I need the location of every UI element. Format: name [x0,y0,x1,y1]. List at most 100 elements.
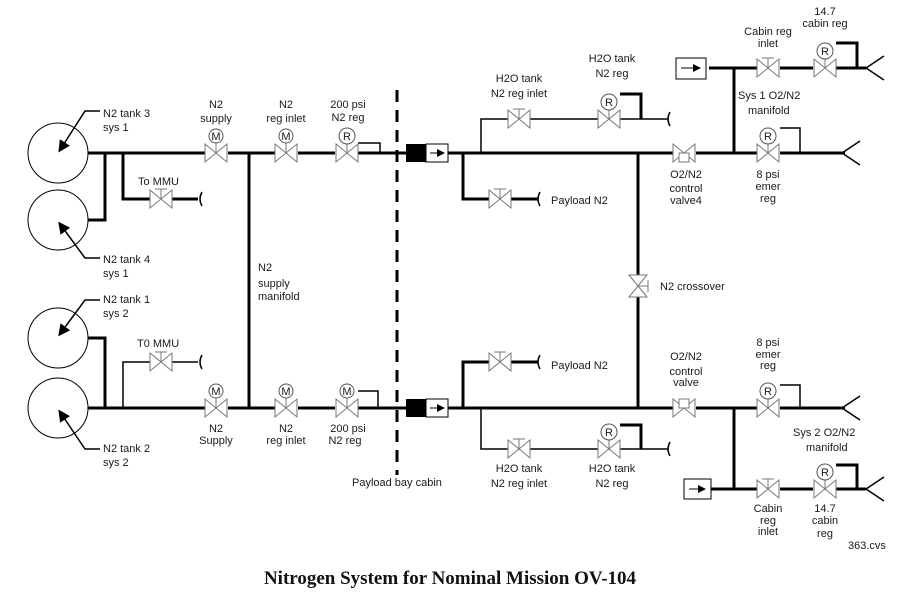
h2o-inlet-bottom-label-2: N2 reg inlet [491,478,547,490]
n2-reg-inlet-valve-sys2[interactable]: M [274,383,298,419]
cabin-reg-bottom-label-3: reg [817,528,833,540]
h2o-inlet-top-label: H2O tank [496,73,543,85]
check-valve-bottom [406,398,449,418]
mmu-termination-top [199,191,203,207]
motor-actuator-icon: M [281,131,290,143]
mmu-termination-bottom [199,354,203,370]
n2-tank-4 [27,189,100,259]
cabin-sys2-line [448,360,866,491]
o2n2-valve-top-label-2: control [669,183,702,195]
supply-manifold-label: N2 [258,262,272,274]
emer-reg-8psi-sys1[interactable]: R [756,127,780,164]
sys2-manifold-label-2: manifold [806,442,848,454]
cabin-outlet-4 [864,476,885,502]
sys2-manifold-label: Sys 2 O2/N2 [793,427,855,439]
motor-actuator-icon: M [211,386,220,398]
payload-n2-termination-top [537,191,541,207]
o2n2-control-valve-top[interactable] [672,142,696,164]
cabin-outlet-2 [840,140,861,166]
sys1-manifold-label: Sys 1 O2/N2 [738,90,800,102]
sys1-manifold-label-2: manifold [748,105,790,117]
emer-reg-top-label: 8 psi [756,169,779,181]
h2o-reg-bottom-label-2: N2 reg [595,478,628,490]
n2-reg-inlet-top-label-2: reg inlet [266,113,305,125]
regulator-icon: R [605,427,613,439]
payload-n2-bottom-label: Payload N2 [551,360,608,372]
regulator-icon: R [605,97,613,109]
h2o-reg-top-label-2: N2 reg [595,68,628,80]
n2-tank-1 [27,299,100,369]
emer-reg-8psi-sys2[interactable]: R [756,382,780,419]
tank2-sys-label: sys 2 [103,457,129,469]
h2o-inlet-top-label-2: N2 reg inlet [491,88,547,100]
tank1-sys-label: sys 2 [103,308,129,320]
h2o-termination-top [667,111,671,127]
cabin-reg-top-label: 14.7 [814,6,835,18]
sys1-supply-line [88,142,408,408]
n2-200psi-reg-sys2[interactable]: M [335,383,359,419]
n2-reg-inlet-bottom-label-2: reg inlet [266,435,305,447]
diagram-title: Nitrogen System for Nominal Mission OV-1… [264,568,637,589]
tank4-sys-label: sys 1 [103,268,129,280]
h2o-tank-n2-reg-bottom[interactable]: R [597,423,621,460]
regulator-icon: R [821,467,829,479]
n2-reg-inlet-top-label: N2 [279,99,293,111]
n2-supply-top-label: N2 [209,99,223,111]
to-mmu-valve-sys1[interactable] [149,188,173,210]
reg200-top-label: 200 psi [330,99,365,111]
check-valve-top [406,143,449,163]
o2n2-valve-top-label-3: valve4 [670,195,702,207]
cabin-inlet-bottom-label: Cabin [754,503,783,515]
cabin-inlet-top-label-2: inlet [758,38,778,50]
n2-reg-inlet-valve-sys1[interactable]: M [274,128,298,164]
supply-manifold-label-3: manifold [258,291,300,303]
h2o-reg-top-label: H2O tank [589,53,636,65]
reg200-bottom-label-2: N2 reg [328,435,361,447]
tank4-label: N2 tank 4 [103,254,150,266]
emer-reg-bottom-label-2: emer [755,349,780,361]
motor-actuator-icon: M [211,131,220,143]
to-mmu-valve-sys2[interactable] [149,351,173,373]
motor-actuator-icon: M [342,386,351,398]
payload-n2-valve-bottom[interactable] [488,351,512,373]
h2o-tank-reg-inlet-valve-bottom[interactable] [507,438,531,460]
emer-reg-bottom-label-3: reg [760,360,776,372]
n2-supply-valve-sys1[interactable]: M [204,128,228,164]
file-id-label: 363.cvs [848,540,886,552]
to-mmu-top-label: To MMU [138,176,179,188]
payload-n2-top-label: Payload N2 [551,195,608,207]
n2-reg-inlet-bottom-label: N2 [279,423,293,435]
h2o-inlet-bottom-label: H2O tank [496,463,543,475]
n2-200psi-reg-sys1[interactable]: R [335,127,359,164]
payload-n2-valve-top[interactable] [488,188,512,210]
cabin-inlet-bottom-label-3: inlet [758,526,778,538]
tank3-label: N2 tank 3 [103,108,150,120]
tank3-sys-label: sys 1 [103,122,129,134]
h2o-termination-bottom [667,441,671,457]
n2-crossover-valve[interactable] [627,274,649,298]
supply-manifold-label-2: supply [258,278,290,290]
n2-supply-top-label-2: supply [200,113,232,125]
cabin-reg-14-7-sys2[interactable]: R [813,463,837,500]
n2-supply-valve-sys2[interactable]: M [204,383,228,419]
cabin-sys1-line [448,41,866,408]
emer-reg-bottom-label: 8 psi [756,337,779,349]
n2-tank-3 [27,110,100,184]
emer-reg-top-label-3: reg [760,193,776,205]
n2-tank-2 [27,377,100,450]
h2o-tank-n2-reg-top[interactable]: R [597,93,621,130]
o2n2-control-valve-bottom[interactable] [672,397,696,419]
cabin-reg-14-7-sys1[interactable]: R [813,42,837,79]
cabin-reg-inlet-valve-sys2[interactable] [756,478,780,500]
motor-actuator-icon: M [281,386,290,398]
h2o-tank-reg-inlet-valve-top[interactable] [507,108,531,130]
crossover-label: N2 crossover [660,281,725,293]
cabin-reg-bottom-label-2: cabin [812,515,838,527]
emer-reg-top-label-2: emer [755,181,780,193]
to-mmu-bottom-label: T0 MMU [137,338,179,350]
o2n2-valve-bottom-label: O2/N2 [670,351,702,363]
o2n2-valve-bottom-label-2: control [669,366,702,378]
cabin-outlet-1 [864,55,885,81]
cabin-reg-inlet-valve-sys1[interactable] [756,57,780,79]
